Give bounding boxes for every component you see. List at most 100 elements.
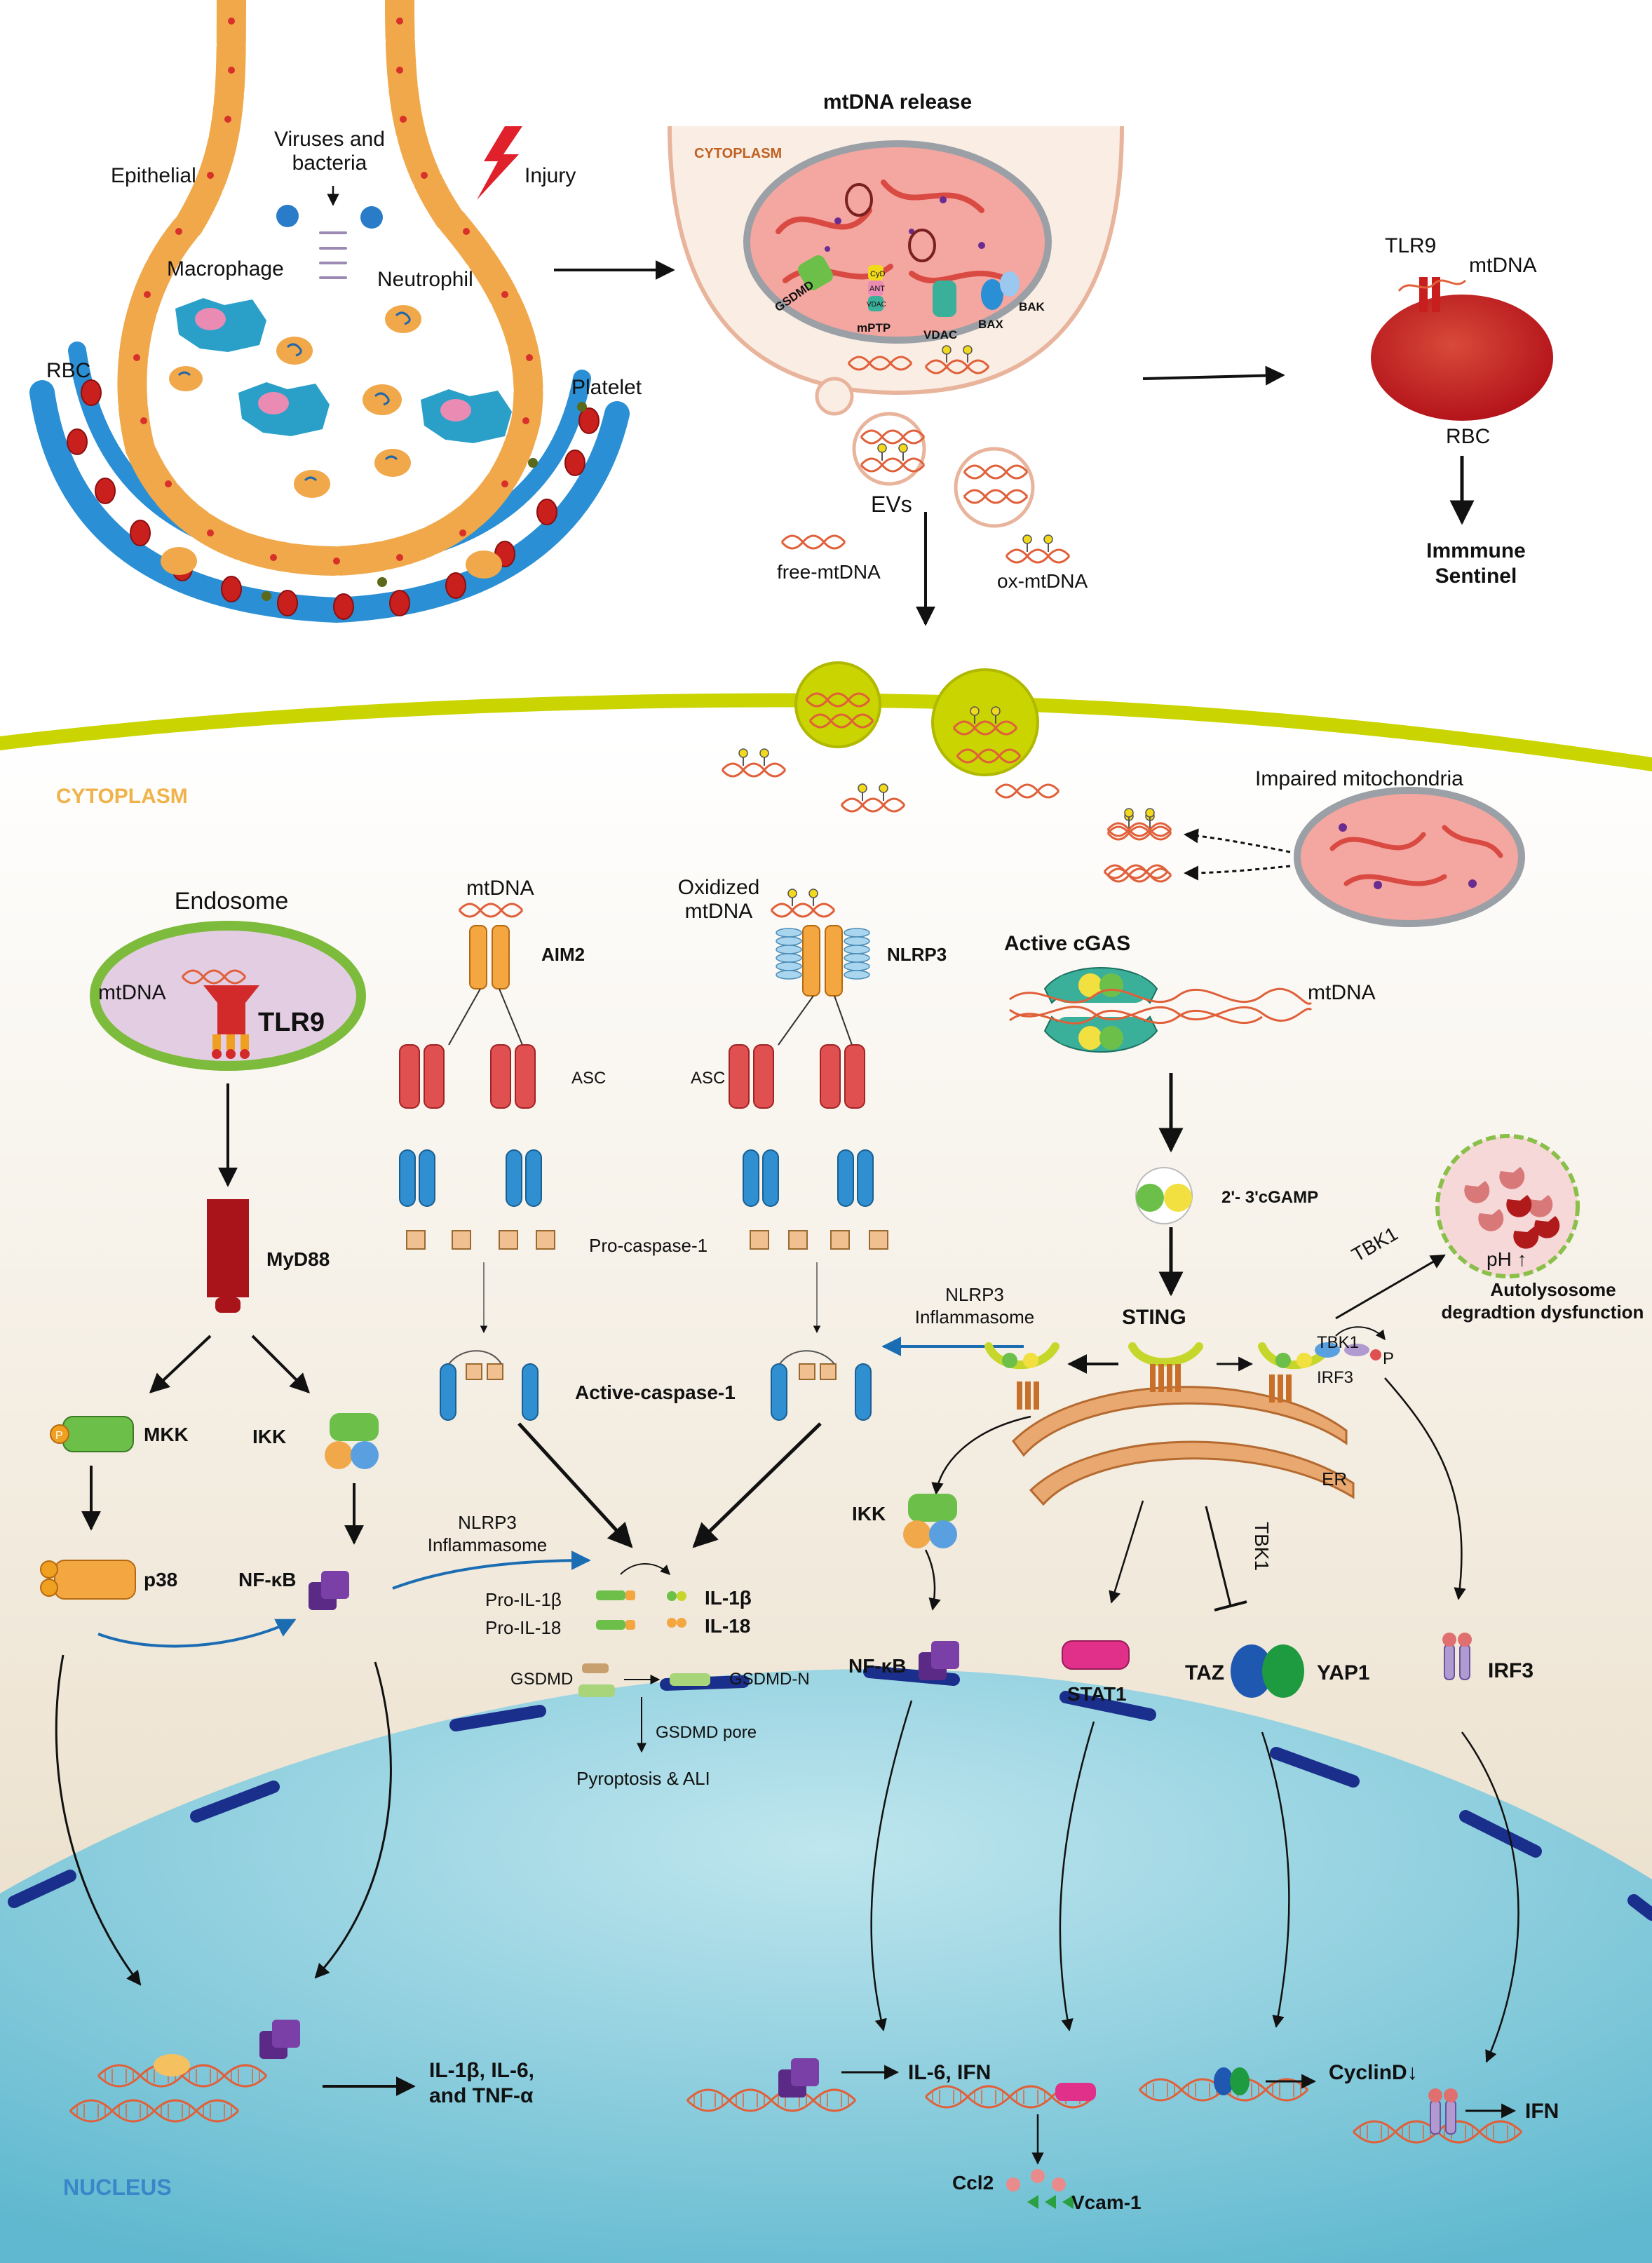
arrow-er-stat1 xyxy=(1109,1500,1144,1604)
asc-label-1: ASC xyxy=(571,1069,606,1088)
gsdmd-n-fragment xyxy=(670,1673,710,1686)
mkk-protein xyxy=(50,1416,134,1452)
neutrophil-label: Neutrophil xyxy=(377,268,473,291)
mtdna-endosome-label: mtDNA xyxy=(98,981,166,1004)
p-small-label: P xyxy=(1383,1349,1394,1368)
tlr9-receptor-endosome xyxy=(203,985,259,1059)
inhibit-bar xyxy=(1214,1600,1247,1612)
endosome-label: Endosome xyxy=(175,888,289,914)
myd88-label: MyD88 xyxy=(266,1248,330,1270)
tbk1-small-label: TBK1 xyxy=(1317,1333,1359,1352)
nlrp3-protein xyxy=(776,925,870,997)
arrow-irf3-nucleus xyxy=(1461,1731,1519,2063)
cytoplasm-label: CYTOPLASM xyxy=(56,785,188,808)
free-mtdna-label: free-mtDNA xyxy=(777,561,881,583)
vdac-label: VDAC xyxy=(923,328,957,342)
injury-label: Injury xyxy=(524,164,576,187)
mtdna-top-label: mtDNA xyxy=(1469,254,1537,277)
vdac-channel xyxy=(933,281,956,317)
er-membrane-lower xyxy=(1029,1440,1355,1506)
il18-label: IL-18 xyxy=(705,1615,750,1637)
ev-vesicle xyxy=(852,412,926,486)
budding-vesicle xyxy=(815,377,854,416)
ph-label: pH ↑ xyxy=(1487,1248,1527,1270)
nfkb-right-label: NF-κB xyxy=(848,1655,906,1677)
pyroptosis-label: Pyroptosis & ALI xyxy=(576,1768,710,1789)
ev-vesicle xyxy=(954,447,1035,528)
asc-label-2: ASC xyxy=(691,1069,725,1088)
gsdmd-pore-label: GSDMD pore xyxy=(656,1723,757,1742)
gsdmd-label: GSDMD xyxy=(510,1670,573,1689)
gsdmd-protein xyxy=(578,1663,615,1697)
arrow-ikk-nfkb-right xyxy=(924,1549,941,1611)
active-caspase-left xyxy=(440,1350,539,1421)
pro-il1b-label: Pro-IL-1β xyxy=(485,1589,562,1610)
myd88-protein xyxy=(207,1199,249,1313)
er-membrane xyxy=(1012,1386,1348,1457)
sting-label: STING xyxy=(1122,1306,1186,1329)
cyd-label: CyD xyxy=(870,270,885,278)
membrane-vesicle xyxy=(794,661,881,748)
il6-ifn-label: IL-6, IFN xyxy=(908,2061,991,2084)
tbk1-inhibit-label: TBK1 xyxy=(1251,1522,1273,1571)
arrow-taz-nucleus xyxy=(1261,1731,1290,2028)
p38-label: p38 xyxy=(144,1569,177,1590)
ikk-right-label: IKK xyxy=(852,1503,886,1525)
irf3-small-label: IRF3 xyxy=(1317,1368,1353,1387)
impaired-mitochondrion xyxy=(1294,787,1525,927)
ikk-complex xyxy=(325,1413,379,1469)
sting-dimer-right xyxy=(1258,1342,1381,1403)
cgamp-label: 2'- 3'cGAMP xyxy=(1221,1188,1318,1207)
mtdna-release-title: mtDNA release xyxy=(823,90,972,114)
nlrp3-label: NLRP3 xyxy=(887,944,947,965)
rbc2-label: RBC xyxy=(1446,425,1490,448)
rbc-label: RBC xyxy=(46,359,90,382)
arrow-p38-nucleus xyxy=(55,1654,142,1986)
sting-dimer-left xyxy=(984,1342,1059,1410)
evs-label: EVs xyxy=(871,492,912,517)
arrow-sting-ikk xyxy=(931,1415,1031,1495)
cytokines-output: IL-1β, IL-6,and TNF-α xyxy=(429,2059,534,2107)
nuclear-envelope xyxy=(8,1666,1652,1921)
arrow-nfkb-nucleus xyxy=(314,1661,392,1979)
arrow-aim2-cytokines xyxy=(517,1422,633,1548)
nfkb-left-label: NF-κB xyxy=(238,1569,296,1590)
arrow-nlrp3-cytokines xyxy=(692,1422,822,1548)
arrow-myd88-ikk xyxy=(251,1335,310,1393)
nucleus-background xyxy=(0,1669,1652,2263)
ifn-label: IFN xyxy=(1525,2100,1559,2123)
pro-caspase-label: Pro-caspase-1 xyxy=(589,1235,707,1256)
cgas-mtdna-label: mtDNA xyxy=(1308,981,1376,1004)
aim2-protein xyxy=(469,925,510,989)
cgas-complex xyxy=(1009,967,1313,1053)
arrow-p38-nfkb xyxy=(97,1619,297,1648)
macrophage-label: Macrophage xyxy=(167,257,284,281)
taz-label: TAZ xyxy=(1185,1661,1224,1684)
mitochondrion xyxy=(743,140,1052,344)
ikk-label: IKK xyxy=(252,1426,286,1447)
mptp-complex xyxy=(868,265,883,311)
active-caspase-right xyxy=(771,1350,872,1421)
pro-il-bars xyxy=(596,1590,635,1630)
ox-mtdna-label: ox-mtDNA xyxy=(997,570,1088,592)
mptp-label: mPTP xyxy=(857,321,891,335)
irf3-label: IRF3 xyxy=(1488,1659,1533,1682)
stat1-label: STAT1 xyxy=(1067,1683,1127,1705)
lightning-icon xyxy=(477,126,522,200)
bak-label: BAK xyxy=(1019,300,1045,313)
rbc-cell xyxy=(1371,295,1553,421)
aim2-mtdna-label: mtDNA xyxy=(466,877,534,900)
bax-bak xyxy=(981,271,1020,310)
impaired-mito-label: Impaired mitochondria xyxy=(1255,767,1463,790)
tlr9-receptor xyxy=(1397,277,1467,312)
ant-label: ANT xyxy=(869,285,885,293)
arrow-sting-irf3 xyxy=(1384,1377,1466,1600)
mito-granules xyxy=(825,196,985,252)
ikk-right-complex xyxy=(903,1494,957,1548)
